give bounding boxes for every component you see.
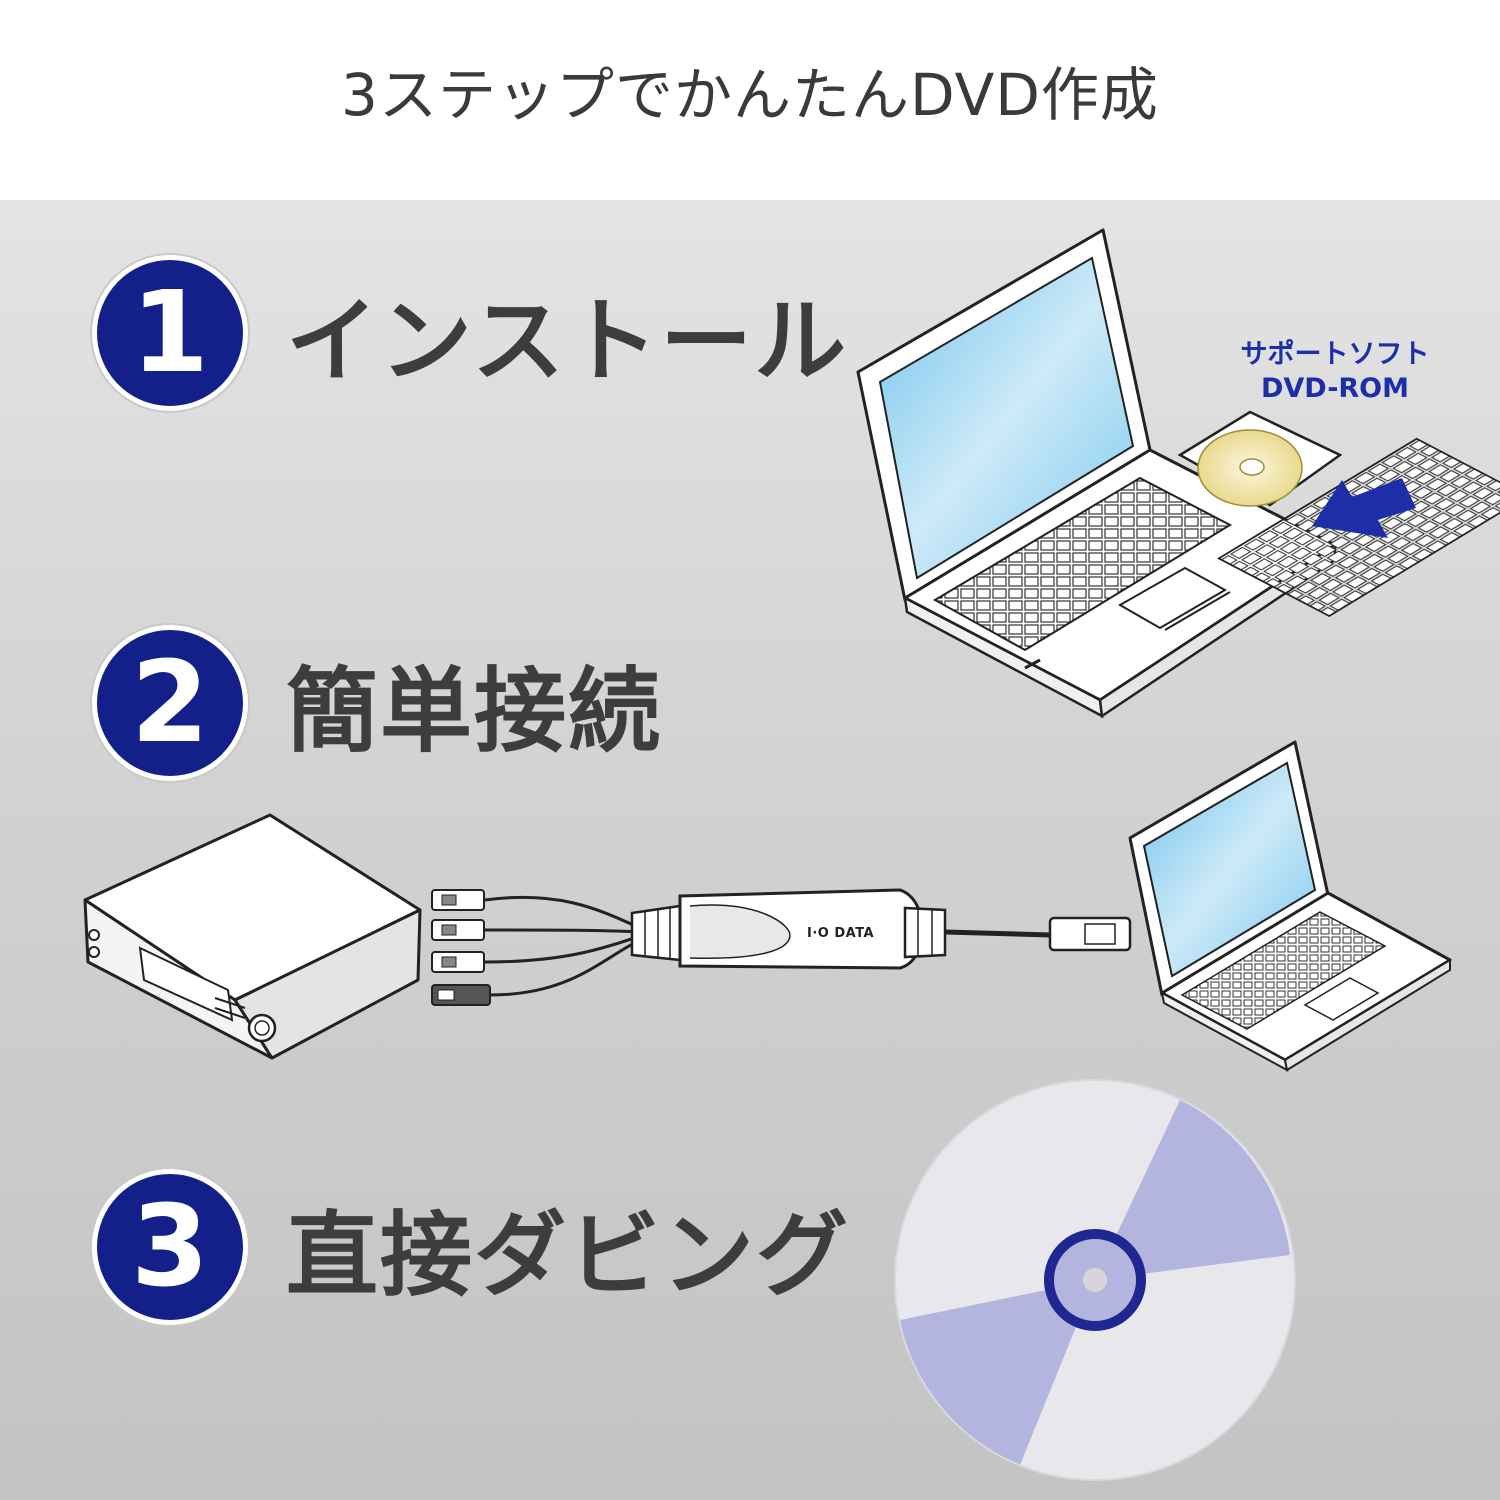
dvd-disc-illustration (894, 1079, 1296, 1481)
step-number-badge: 1 (92, 255, 248, 411)
page-title: 3ステップでかんたんDVD作成 (341, 61, 1159, 129)
capture-cable-illustration (431, 888, 1132, 1006)
support-software-line2: DVD-ROM (1260, 373, 1410, 404)
device-brand-label: I·O DATA (807, 926, 875, 941)
step-install: 1 インストール (92, 255, 849, 411)
header: 3ステップでかんたんDVD作成 (0, 0, 1500, 200)
laptop-small-illustration (1128, 740, 1452, 1072)
support-software-line1: サポートソフト (1240, 339, 1430, 370)
step-number-badge: 2 (92, 625, 248, 781)
laptop-large-illustration (856, 228, 1500, 719)
step-connect: 2 簡単接続 (92, 625, 663, 781)
step-label: 簡単接続 (286, 657, 663, 765)
step-label: インストール (286, 287, 849, 395)
support-software-label: サポートソフト DVD-ROM (1205, 338, 1465, 406)
dvd-recorder-illustration (83, 813, 422, 1060)
step-direct-dubbing: 3 直接ダビング (92, 1169, 851, 1325)
step-label: 直接ダビング (286, 1201, 851, 1309)
step-number-badge: 3 (92, 1169, 248, 1325)
